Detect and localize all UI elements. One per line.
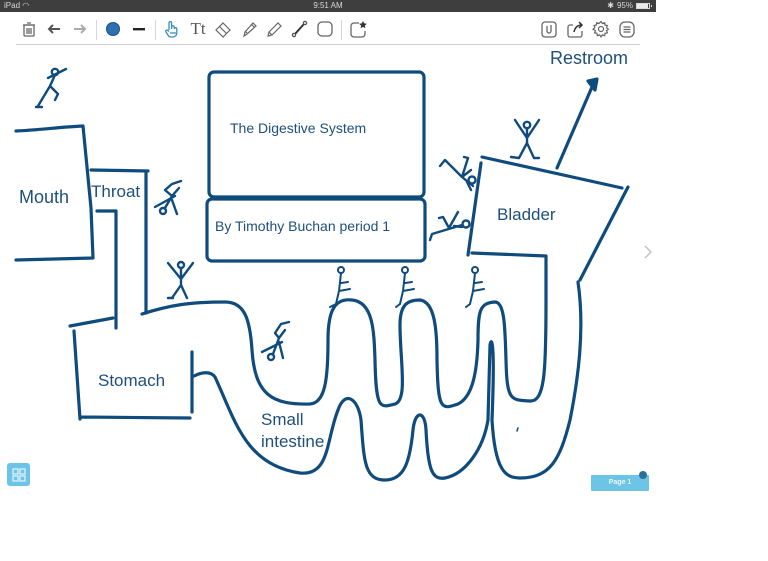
stick-figure-cheering (166, 260, 195, 300)
stray-mark (516, 427, 519, 432)
author-box (205, 197, 427, 263)
bladder-outline (466, 155, 630, 282)
label-throat: Throat (91, 182, 141, 201)
page-badge-dot (639, 471, 647, 479)
marker-icon[interactable] (238, 18, 260, 40)
grid-icon (11, 467, 26, 482)
label-intestine: intestine (261, 432, 325, 451)
stick-figure-falling (260, 320, 291, 362)
battery-fill (637, 4, 649, 8)
stick-figure-climbing-1 (438, 155, 477, 192)
hand-pointer-icon[interactable] (161, 18, 183, 40)
bluetooth-icon: ✱ (607, 1, 614, 10)
stomach-outline (68, 316, 194, 421)
label-mouth: Mouth (19, 187, 70, 207)
share-icon[interactable] (564, 18, 586, 40)
label-restroom: Restroom (550, 48, 629, 68)
menu-list-icon[interactable] (616, 18, 638, 40)
battery-icon (636, 3, 652, 9)
text-icon[interactable]: Tt (190, 19, 206, 38)
mouth-outline (14, 124, 95, 262)
gear-icon[interactable] (590, 18, 612, 40)
eraser-icon[interactable] (212, 18, 234, 40)
stick-figure-bladder-top (509, 118, 541, 160)
throat-outline (89, 168, 150, 330)
device-name: iPad ◠ (4, 1, 30, 10)
title-box (207, 70, 426, 199)
label-stomach: Stomach (98, 371, 166, 390)
drawing-canvas[interactable] (0, 45, 656, 492)
stick-figure-upside-down-throat (153, 179, 183, 216)
undo-icon[interactable] (43, 18, 65, 40)
toolbar-divider (341, 20, 342, 40)
status-bar: iPad ◠ 9:51 AM ✱ 95% (0, 0, 656, 12)
label-small: Small (261, 410, 304, 429)
line-tool-icon[interactable] (288, 18, 310, 40)
next-page-chevron-icon[interactable] (642, 243, 654, 261)
page-indicator-button[interactable]: Page 1 (591, 475, 649, 491)
toolbar-divider (155, 20, 156, 40)
stick-figure-sitting-3 (465, 266, 485, 308)
stick-figure-jumping (34, 67, 68, 109)
stamp-star-icon[interactable] (347, 18, 369, 40)
battery-status: ✱ 95% (607, 0, 652, 12)
line-width-icon[interactable] (128, 18, 150, 40)
label-author: By Timothy Buchan period 1 (215, 218, 391, 234)
trash-icon[interactable] (18, 18, 40, 40)
ipad-screen: iPad ◠ 9:51 AM ✱ 95% Tt (0, 0, 656, 492)
pencil-icon[interactable] (263, 18, 285, 40)
paperclip-icon[interactable] (538, 18, 560, 40)
restroom-arrowhead (586, 77, 599, 92)
restroom-arrow (555, 85, 594, 170)
toolbar-divider (96, 20, 97, 40)
wifi-icon: ◠ (22, 1, 30, 10)
stick-figure-climbing-2 (428, 210, 471, 242)
page-grid-button[interactable] (7, 463, 30, 486)
small-intestine-bottom (192, 280, 583, 482)
stick-figure-sitting-2 (395, 266, 415, 308)
clock: 9:51 AM (313, 1, 343, 10)
shape-icon[interactable] (314, 18, 336, 40)
redo-icon[interactable] (69, 18, 91, 40)
label-bladder: Bladder (497, 205, 556, 224)
color-dot-icon[interactable] (102, 18, 124, 40)
label-title: The Digestive System (230, 120, 367, 136)
stick-figure-sitting-1 (329, 266, 351, 308)
battery-percent: 95% (616, 1, 633, 10)
toolbar: Tt (0, 12, 656, 45)
toolbar-bottom-border (16, 44, 640, 45)
small-intestine-top (140, 251, 548, 409)
